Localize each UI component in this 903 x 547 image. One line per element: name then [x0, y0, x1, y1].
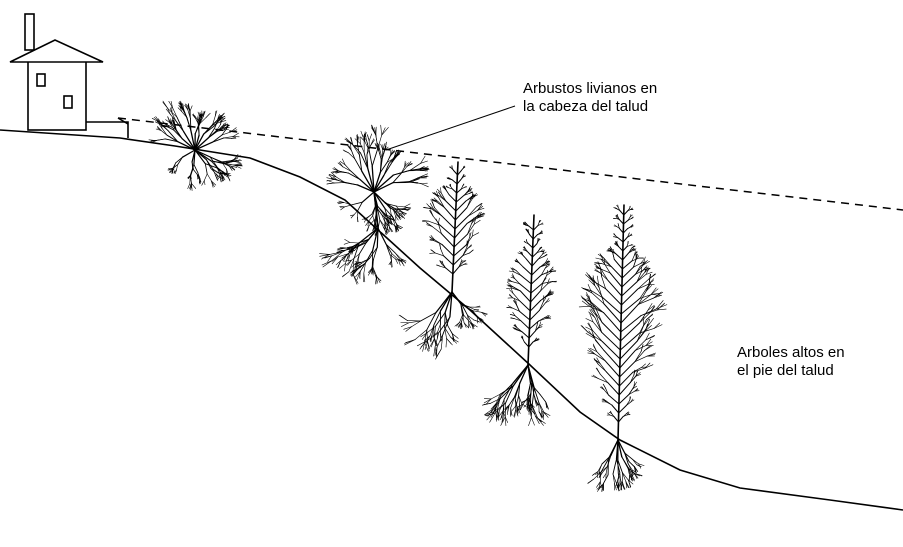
trees-label-line-2: el pie del talud [737, 362, 845, 380]
tree-2 [507, 215, 557, 365]
tree-3 [579, 205, 667, 440]
trees-label-line-1: Arboles altos en [737, 344, 845, 362]
shrubs-label-line-1: Arbustos livianos en [523, 80, 657, 98]
trees-label: Arboles altos en el pie del talud [737, 344, 845, 380]
vegetation-group [149, 101, 667, 491]
tree-1-roots [399, 292, 488, 359]
original-slope-dashed-line [118, 118, 903, 210]
shrub-2-roots-extra [320, 228, 407, 284]
shrub-2-roots [337, 192, 411, 236]
shrub-2 [327, 125, 430, 192]
shrubs-label: Arbustos livianos en la cabeza del talud [523, 80, 657, 116]
slope-ground-line [0, 130, 903, 510]
shrub-1 [149, 101, 239, 150]
tree-1 [422, 162, 485, 292]
shrub-label-leader-line [386, 106, 515, 150]
house-icon [10, 14, 128, 138]
shrub-1-roots [168, 150, 243, 191]
shrubs-label-line-2: la cabeza del talud [523, 98, 657, 116]
